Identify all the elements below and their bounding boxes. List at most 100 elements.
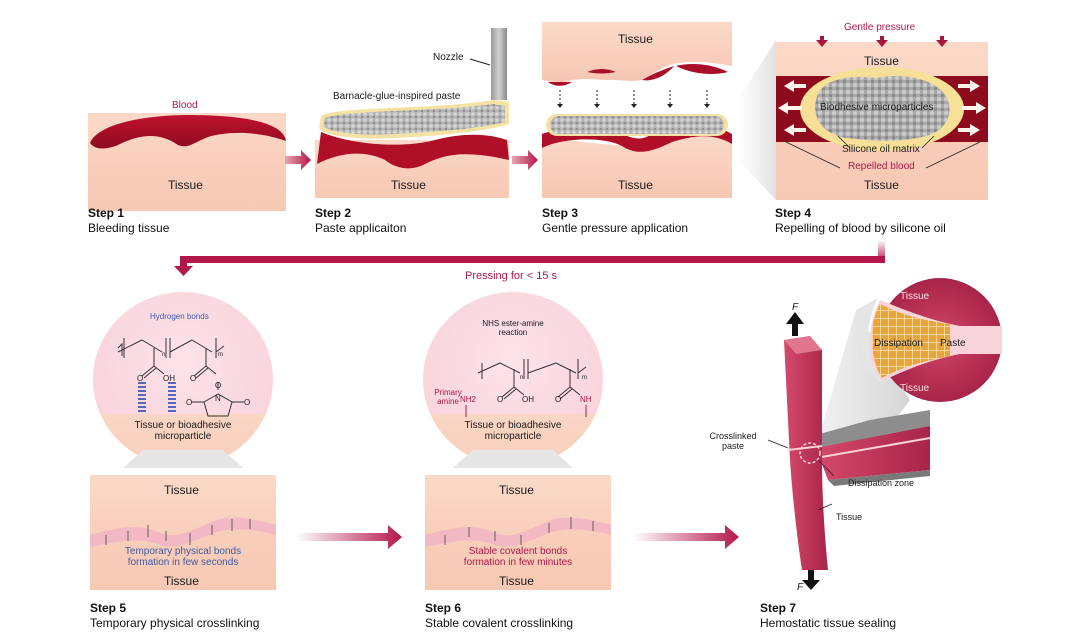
- zoom-dissipation-label: Dissipation: [874, 338, 923, 349]
- arrow-right-icon: [633, 525, 739, 549]
- chem-subscript-n: n: [520, 375, 524, 381]
- step-6-desc: Stable covalent crosslinking: [425, 616, 574, 630]
- chem-atom-o: O: [190, 374, 197, 383]
- tissue-sealing-illustration: [767, 278, 1002, 590]
- panel-step-2: Nozzle Barnacle-glue-inspired paste Tiss…: [315, 28, 515, 198]
- blood-label: Blood: [172, 100, 198, 111]
- covalent-crosslink-interface: [425, 517, 611, 547]
- chem-subscript-n: n: [162, 352, 166, 358]
- chem-atom-nh2: NH2: [460, 395, 477, 404]
- tissue-top-label: Tissue: [164, 483, 199, 497]
- covalent-bonds-label: Stable covalent bonds formation in few m…: [438, 546, 598, 568]
- chem-atom-nh: NH: [580, 395, 592, 404]
- panel-step-6: Tissue Stable covalent bonds formation i…: [425, 475, 611, 590]
- surface-label: Tissue or bioadhesive microparticle: [433, 420, 593, 442]
- chem-atom-n: N: [215, 394, 221, 403]
- dissipation-zone-label: Dissipation zone: [848, 478, 915, 488]
- leader-line: [469, 58, 491, 66]
- arrow-right-icon: [512, 150, 538, 170]
- tissue-label: Tissue: [836, 512, 863, 522]
- magnifier-stand: [123, 450, 243, 468]
- step-4-desc: Repelling of blood by silicone oil: [775, 221, 946, 235]
- panel-step-3: Tissue Tissue: [542, 22, 732, 198]
- nhs-reaction-line-1: NHS ester-amine: [482, 319, 544, 328]
- step-6-title: Step 6: [425, 601, 462, 615]
- chem-atom-o: O: [186, 398, 193, 407]
- chem-subscript-m: m: [582, 375, 587, 381]
- nhs-reaction-line-2: reaction: [498, 328, 528, 337]
- chem-atom-o: O: [244, 398, 251, 407]
- magnifier-cone: [738, 40, 776, 200]
- step-1-title: Step 1: [88, 206, 125, 220]
- tissue-label: Tissue: [168, 178, 203, 192]
- step-3-desc: Gentle pressure application: [542, 221, 689, 235]
- tissue-top-label: Tissue: [618, 32, 653, 46]
- nhs-reaction-bubble: [423, 292, 603, 467]
- microparticles-label: Biodhesive microparticles: [820, 102, 934, 113]
- gentle-pressure-label: Gentle pressure: [844, 22, 916, 33]
- crosslinked-line-1: Crosslinked: [709, 431, 757, 441]
- zoom-tissue-bottom-label: Tissue: [900, 383, 930, 394]
- arrow-right-icon: [285, 150, 311, 170]
- primary-amine-label: Primary amine: [433, 388, 463, 406]
- tissue-label: Tissue: [391, 178, 426, 192]
- crosslinked-paste-label: Crosslinked paste: [703, 431, 763, 451]
- physical-crosslink-interface: [90, 517, 276, 547]
- panel-step-1: Blood Tissue: [88, 95, 288, 211]
- step-5-title: Step 5: [90, 601, 127, 615]
- blood-repelling-illustration: [776, 36, 988, 169]
- silicone-oil-label: Silicone oil matrix: [842, 144, 920, 155]
- physical-bonds-line-1: Temporary physical bonds: [124, 546, 242, 557]
- nozzle-label: Nozzle: [433, 52, 464, 63]
- covalent-bonds-line-1: Stable covalent bonds: [468, 546, 568, 557]
- tissue-top-label: Tissue: [499, 483, 534, 497]
- paste-application-illustration: [317, 28, 509, 169]
- paste-label: Barnacle-glue-inspired paste: [333, 91, 461, 102]
- step-7-desc: Hemostatic tissue sealing: [760, 616, 897, 630]
- zoom-paste-label: Paste: [940, 338, 966, 349]
- surface-label: Tissue or bioadhesive microparticle: [103, 420, 263, 442]
- physical-bonds-label: Temporary physical bonds formation in fe…: [103, 546, 263, 568]
- chemical-structure-nhs-polymer: [117, 338, 244, 417]
- pressure-application-illustration: [542, 22, 732, 198]
- pressing-duration-label: Pressing for < 15 s: [465, 270, 558, 282]
- hydrogen-bonds-label: Hydrogen bonds: [150, 312, 209, 321]
- step-2-title: Step 2: [315, 206, 352, 220]
- repelled-blood-label: Repelled blood: [848, 161, 915, 172]
- step-2-desc: Paste applicaiton: [315, 221, 407, 235]
- chemical-structure-amide-polymer: [465, 359, 587, 417]
- primary-amine-line-2: amine: [437, 397, 459, 406]
- surface-line-2: microparticle: [154, 431, 212, 442]
- connector-arrow: [174, 240, 885, 276]
- surface-line-1: Tissue or bioadhesive: [134, 420, 232, 431]
- tissue-bottom-label: Tissue: [864, 178, 899, 192]
- chem-atom-oh: OH: [522, 395, 534, 404]
- step-3-title: Step 3: [542, 206, 579, 220]
- covalent-bonds-line-2: formation in few minutes: [463, 557, 573, 568]
- surface-line-2: microparticle: [484, 431, 542, 442]
- chem-atom-o: O: [215, 381, 222, 390]
- tissue-bottom-label: Tissue: [164, 574, 199, 588]
- zoom-tissue-top-label: Tissue: [900, 291, 930, 302]
- arrow-right-icon: [296, 525, 402, 549]
- panel-step-5: Tissue Temporary physical bonds formatio…: [90, 475, 276, 590]
- tissue-top-label: Tissue: [864, 54, 899, 68]
- force-bottom-label: F: [797, 582, 804, 593]
- step-1-desc: Bleeding tissue: [88, 221, 170, 235]
- chem-atom-o: O: [137, 374, 144, 383]
- tissue-bottom-label: Tissue: [618, 178, 653, 192]
- chem-atom-o: O: [497, 395, 504, 404]
- crosslinked-line-2: paste: [721, 441, 745, 451]
- tissue-bottom-label: Tissue: [499, 574, 534, 588]
- panel-step-4: Gentle pressure Tiss: [776, 20, 990, 200]
- step-5-desc: Temporary physical crosslinking: [90, 616, 260, 630]
- force-top-label: F: [792, 302, 799, 313]
- chem-atom-o: O: [555, 395, 562, 404]
- blood-layer: [90, 115, 286, 149]
- step-4-title: Step 4: [775, 206, 812, 220]
- surface-line-1: Tissue or bioadhesive: [464, 420, 562, 431]
- chem-subscript-m: m: [218, 352, 223, 358]
- primary-amine-line-1: Primary: [434, 388, 462, 397]
- chem-atom-oh: OH: [163, 374, 175, 383]
- physical-bonds-line-2: formation in few seconds: [127, 557, 239, 568]
